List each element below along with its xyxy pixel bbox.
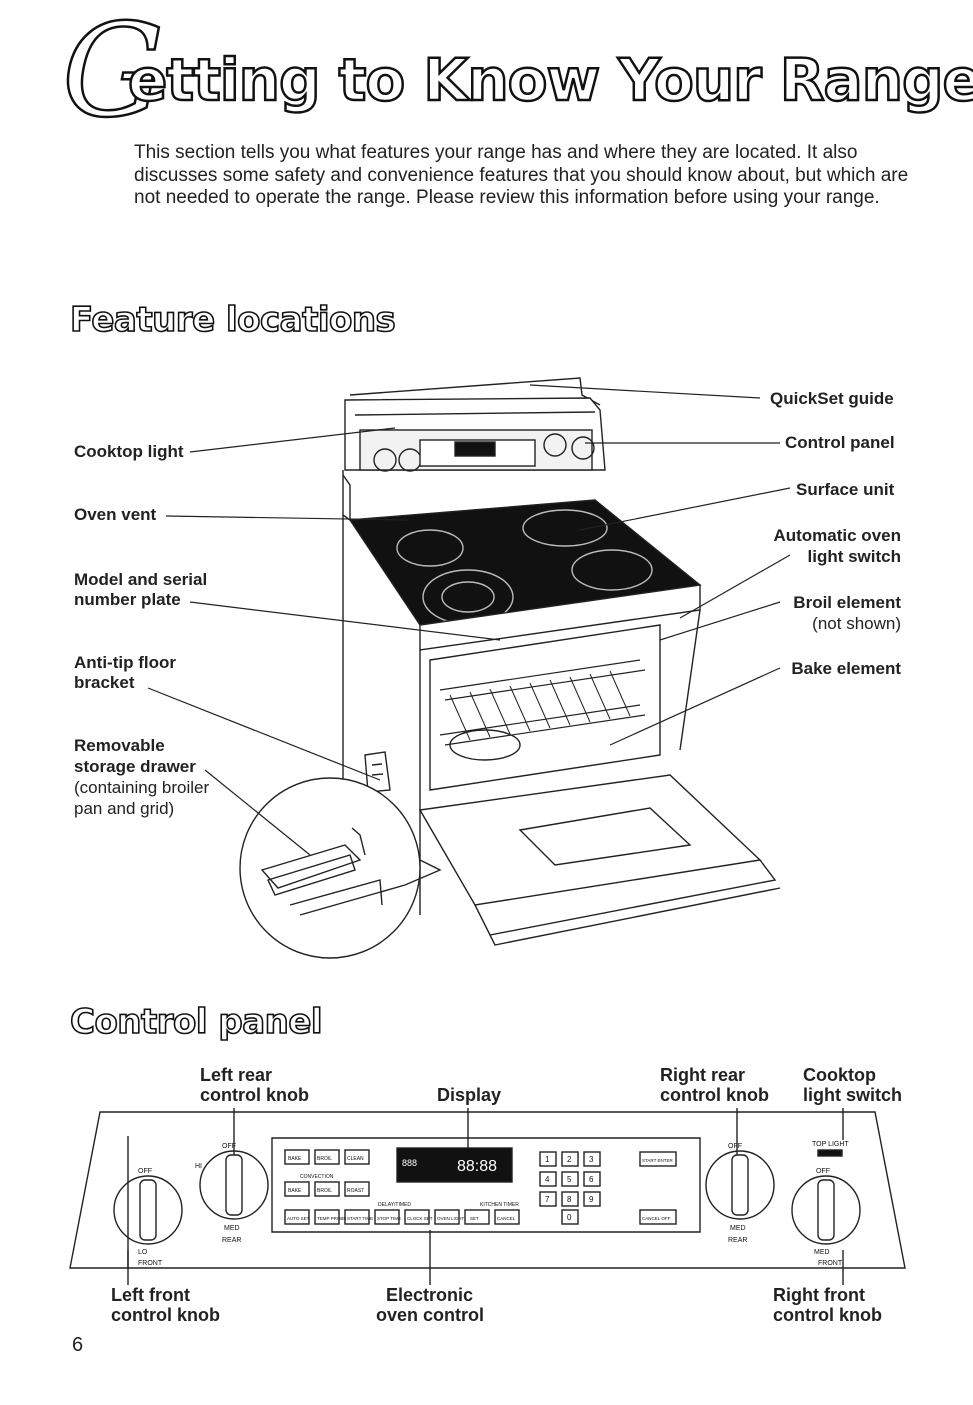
label-cooktop-light: Cooktop light <box>74 442 184 461</box>
title-initial: G <box>61 0 166 146</box>
label-oven-vent: Oven vent <box>74 505 157 524</box>
btn-bake: BAKE <box>288 1156 302 1162</box>
convection-label: CONVECTION <box>300 1174 334 1180</box>
display-digits: 88:88 <box>457 1158 497 1175</box>
label-quickset-guide: QuickSet guide <box>770 389 894 408</box>
knob-off-lr: OFF <box>222 1143 236 1150</box>
label-right-front-2: control knob <box>773 1305 882 1325</box>
label-auto-light-1: Automatic oven <box>773 526 901 545</box>
label-drawer-2: storage drawer <box>74 757 196 776</box>
label-left-front-2: control knob <box>111 1305 220 1325</box>
key-8: 8 <box>567 1195 572 1204</box>
page-number: 6 <box>72 1334 84 1356</box>
label-bake-element: Bake element <box>791 659 901 678</box>
btn-broil: BROIL <box>317 1156 332 1162</box>
page-title: etting to Know Your Range <box>127 45 973 116</box>
label-cooktop-switch-2: light switch <box>803 1085 902 1105</box>
btn-cancel: CANCEL <box>497 1216 516 1221</box>
btn-clock: CLOCK SET <box>407 1216 433 1221</box>
label-electronic-1: Electronic <box>386 1285 474 1305</box>
key-6: 6 <box>589 1175 594 1184</box>
delay-timed-label: DELAY/TIMED <box>378 1202 411 1208</box>
label-left-front-1: Left front <box>111 1285 190 1305</box>
label-model-serial-1: Model and serial <box>74 570 208 589</box>
toplight-label: TOP LIGHT <box>812 1141 849 1148</box>
front-left: FRONT <box>138 1260 163 1267</box>
knob-off-lf: OFF <box>138 1168 152 1175</box>
label-auto-light-2: light switch <box>807 547 902 566</box>
knob-med-lr: MED <box>224 1225 240 1232</box>
label-surface-unit: Surface unit <box>796 480 895 499</box>
btn-start-enter: START ENTER <box>642 1158 674 1163</box>
label-drawer-1: Removable <box>74 736 165 755</box>
key-3: 3 <box>589 1155 594 1164</box>
label-electronic-2: oven control <box>376 1305 485 1325</box>
knob-off-rr: OFF <box>728 1143 742 1150</box>
btn-auto-set: AUTO SET <box>287 1216 310 1221</box>
btn-start: START TIME <box>347 1216 373 1221</box>
label-left-rear-2: control knob <box>200 1085 309 1105</box>
label-right-rear-1: Right rear <box>660 1065 746 1085</box>
label-cooktop-switch-1: Cooktop <box>803 1065 876 1085</box>
knob-hi-lr: HI <box>195 1163 202 1170</box>
btn-stop: STOP TIME <box>377 1216 401 1221</box>
knob-med-rf: MED <box>814 1249 830 1256</box>
kitchen-timer-label: KITCHEN TIMER <box>480 1202 519 1208</box>
label-anti-tip-2: bracket <box>74 673 135 692</box>
intro-paragraph: This section tells you what features you… <box>134 142 909 208</box>
btn-oven-light: OVEN LIGHT <box>437 1216 465 1221</box>
label-model-serial-2: number plate <box>74 590 181 609</box>
rear-right: REAR <box>728 1237 747 1244</box>
label-drawer-4: pan and grid) <box>74 799 175 818</box>
btn-roast: ROAST <box>347 1188 364 1194</box>
feature-locations-heading: Feature locations <box>69 299 396 341</box>
btn-cancel-off: CANCEL OFF <box>642 1216 671 1221</box>
label-right-front-1: Right front <box>773 1285 865 1305</box>
key-1: 1 <box>545 1155 550 1164</box>
label-anti-tip-1: Anti-tip floor <box>74 653 176 672</box>
knob-off-rf: OFF <box>816 1168 830 1175</box>
keypad-digits: 1 2 3 4 5 6 7 8 9 0 <box>545 1155 594 1222</box>
display-small: 888 <box>402 1158 417 1168</box>
rear-left: REAR <box>222 1237 241 1244</box>
key-7: 7 <box>545 1195 550 1204</box>
label-broil-element: Broil element <box>793 593 901 612</box>
key-0: 0 <box>567 1213 572 1222</box>
label-drawer-3: (containing broiler <box>74 778 210 797</box>
key-4: 4 <box>545 1175 550 1184</box>
label-display: Display <box>437 1085 502 1105</box>
btn-temp: TEMP PROBE <box>317 1216 346 1221</box>
label-left-rear-1: Left rear <box>200 1065 273 1085</box>
key-9: 9 <box>589 1195 594 1204</box>
control-panel-illustration: OFF MED REAR OFF MED REAR OFF LO FRONT O… <box>69 1108 906 1285</box>
knob-lo-lf: LO <box>138 1249 148 1256</box>
front-right: FRONT <box>818 1260 843 1267</box>
btn-broil-conv: BROIL <box>317 1188 332 1194</box>
label-not-shown: (not shown) <box>812 614 901 633</box>
label-control-panel: Control panel <box>785 433 895 452</box>
key-5: 5 <box>567 1175 572 1184</box>
key-2: 2 <box>567 1155 572 1164</box>
btn-clean: CLEAN <box>347 1156 364 1162</box>
label-right-rear-2: control knob <box>660 1085 769 1105</box>
btn-bake-conv: BAKE <box>288 1188 302 1194</box>
knob-med-rr: MED <box>730 1225 746 1232</box>
control-panel-heading: Control panel <box>69 1001 323 1043</box>
range-illustration <box>147 377 791 959</box>
btn-set: SET <box>470 1216 479 1221</box>
